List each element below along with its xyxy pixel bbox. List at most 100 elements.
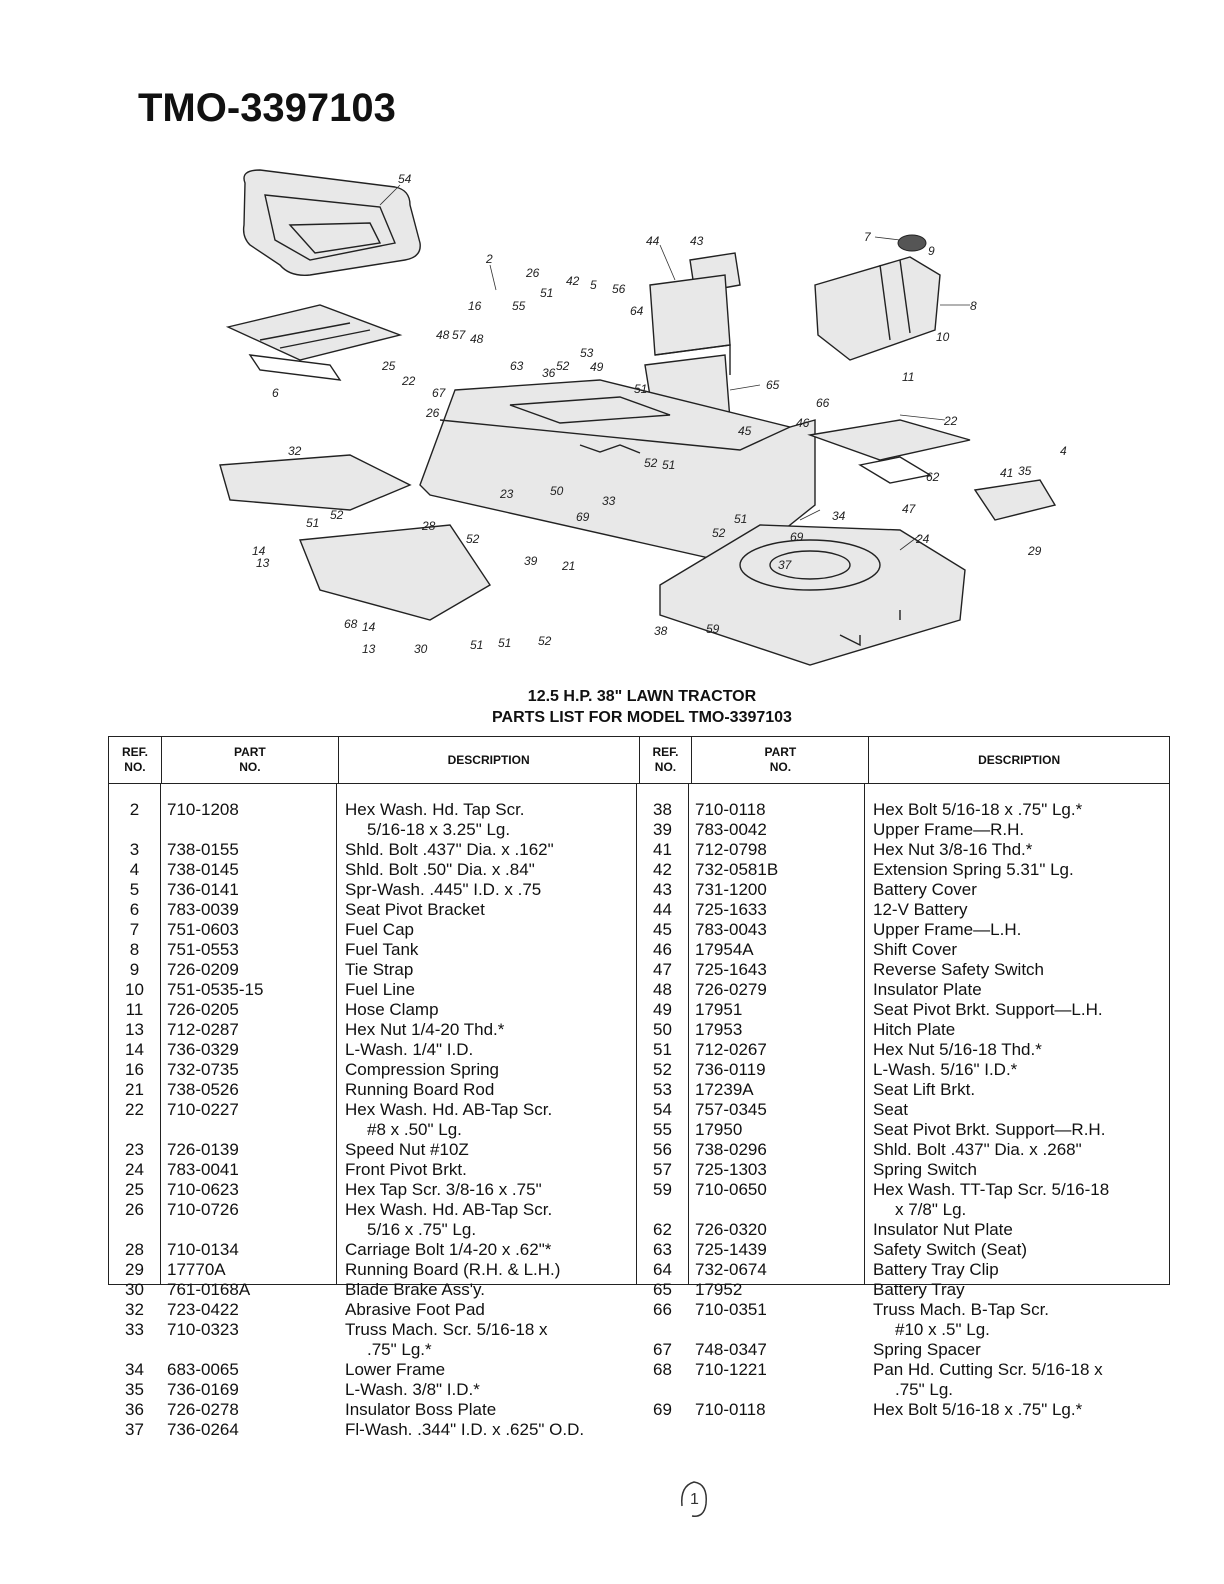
part-number: 783-0039: [167, 900, 239, 919]
callout-label: 25: [381, 359, 396, 373]
part-number: 712-0798: [695, 840, 767, 859]
part-description: Safety Switch (Seat): [873, 1240, 1028, 1259]
callout-label: 67: [432, 386, 447, 400]
part-description: Hex Bolt 5/16-18 x .75" Lg.*: [873, 800, 1083, 819]
callout-label: 42: [566, 274, 580, 288]
ref-number: 21: [125, 1080, 144, 1099]
ref-number: 22: [125, 1100, 144, 1119]
part-description: Fuel Line: [345, 980, 415, 999]
callout-label: 36: [542, 366, 556, 380]
ref-number: 57: [653, 1160, 672, 1179]
part-description: 12-V Battery: [873, 900, 968, 919]
ref-number: [637, 1200, 688, 1220]
part-description: Hitch Plate: [873, 1020, 956, 1039]
header-ref-no: REF.NO.: [640, 737, 693, 783]
callout-label: 4: [1060, 444, 1067, 458]
callout-label: 51: [734, 512, 747, 526]
part-description: Insulator Boss Plate: [345, 1400, 497, 1419]
ref-number: 16: [125, 1060, 144, 1079]
part-description: Hex Wash. Hd. AB-Tap Scr.: [345, 1200, 553, 1219]
callout-label: 52: [712, 526, 726, 540]
ref-number: 50: [653, 1020, 672, 1039]
part-number: 710-0134: [167, 1240, 239, 1259]
part-description: Fl-Wash. .344" I.D. x .625" O.D.: [345, 1420, 585, 1439]
part-description: Spring Spacer: [873, 1340, 981, 1359]
callout-label: 7: [864, 230, 872, 244]
part-number: 17239A: [695, 1080, 754, 1099]
seat-drawing: [242, 169, 421, 276]
callout-label: 37: [778, 558, 793, 572]
ref-number: [109, 1120, 160, 1140]
part-number: 736-0329: [167, 1040, 239, 1059]
callout-label: 57: [452, 328, 467, 342]
part-description: Insulator Plate: [873, 980, 982, 999]
part-description: Reverse Safety Switch: [873, 960, 1045, 979]
ref-number: 56: [653, 1140, 672, 1159]
callout-label: 51: [634, 382, 647, 396]
part-description: Hex Tap Scr. 3/8-16 x .75": [345, 1180, 542, 1199]
part-number: 732-0674: [695, 1260, 767, 1279]
callout-label: 62: [926, 470, 940, 484]
callout-label: 13: [256, 556, 270, 570]
part-number: 710-0227: [167, 1100, 239, 1119]
part-number: 712-0267: [695, 1040, 767, 1059]
part-description: Spring Switch: [873, 1160, 977, 1179]
part-number: 723-0422: [167, 1300, 239, 1319]
ref-number: 44: [653, 900, 672, 919]
ref-number: 25: [125, 1180, 144, 1199]
part-number: 710-0623: [167, 1180, 239, 1199]
ref-number: 33: [125, 1320, 144, 1339]
ref-number: 10: [125, 980, 144, 999]
part-description: Fuel Tank: [345, 940, 419, 959]
callout-label: 5: [590, 278, 597, 292]
ref-number: [637, 1320, 688, 1340]
ref-number: 29: [125, 1260, 144, 1279]
callout-label: 51: [662, 458, 675, 472]
callout-label: 14: [362, 620, 376, 634]
part-number: 710-1221: [695, 1360, 767, 1379]
callout-label: 21: [561, 559, 575, 573]
ref-number: 67: [653, 1340, 672, 1359]
part-description: Hex Wash. Hd. Tap Scr.: [345, 800, 525, 819]
part-description: Hose Clamp: [345, 1000, 439, 1019]
part-description: Running Board (R.H. & L.H.): [345, 1260, 561, 1279]
part-description: L-Wash. 3/8" I.D.*: [345, 1380, 480, 1399]
ref-number: 26: [125, 1200, 144, 1219]
callout-label: 48: [436, 328, 450, 342]
part-description: L-Wash. 5/16" I.D.*: [873, 1060, 1018, 1079]
callout-label: 52: [538, 634, 552, 648]
callout-label: 45: [738, 424, 752, 438]
exploded-parts-diagram: 54 2 16 26 55 51 42 5 56 44 43 7 9 8 10 …: [200, 165, 1100, 675]
callout-label: 51: [306, 516, 319, 530]
part-description: Upper Frame—L.H.: [873, 920, 1022, 939]
part-description: #8 x .50" Lg.: [367, 1120, 462, 1139]
part-number: 738-0296: [695, 1140, 767, 1159]
seat-pivot-bracket-drawing: [225, 304, 403, 381]
ref-number: 8: [129, 940, 140, 959]
part-description: #10 x .5" Lg.: [895, 1320, 990, 1339]
callout-label: 68: [344, 617, 358, 631]
callout-label: 28: [421, 519, 436, 533]
callout-label: 46: [796, 416, 810, 430]
page-number: 1: [690, 1491, 699, 1508]
ref-number: 68: [653, 1360, 672, 1379]
part-number: 710-0323: [167, 1320, 239, 1339]
part-description: Truss Mach. B-Tap Scr.: [873, 1300, 1050, 1319]
part-number: 17951: [695, 1000, 743, 1019]
callout-label: 48: [470, 332, 484, 346]
part-description: Abrasive Foot Pad: [345, 1300, 485, 1319]
part-number: [689, 1380, 864, 1400]
callout-label: 41: [1000, 466, 1013, 480]
part-description: Seat Lift Brkt.: [873, 1080, 976, 1099]
header-description: DESCRIPTION: [978, 752, 1061, 767]
part-description: Battery Tray Clip: [873, 1260, 999, 1279]
callout-label: 16: [468, 299, 482, 313]
part-description: Front Pivot Brkt.: [345, 1160, 467, 1179]
callout-label: 33: [602, 494, 616, 508]
ref-number: 41: [653, 840, 672, 859]
part-number: 17770A: [167, 1260, 226, 1279]
callout-label: 52: [644, 456, 658, 470]
part-description: .75" Lg.: [895, 1380, 954, 1399]
callout-label: 14: [252, 544, 266, 558]
callout-label: 29: [1027, 544, 1042, 558]
